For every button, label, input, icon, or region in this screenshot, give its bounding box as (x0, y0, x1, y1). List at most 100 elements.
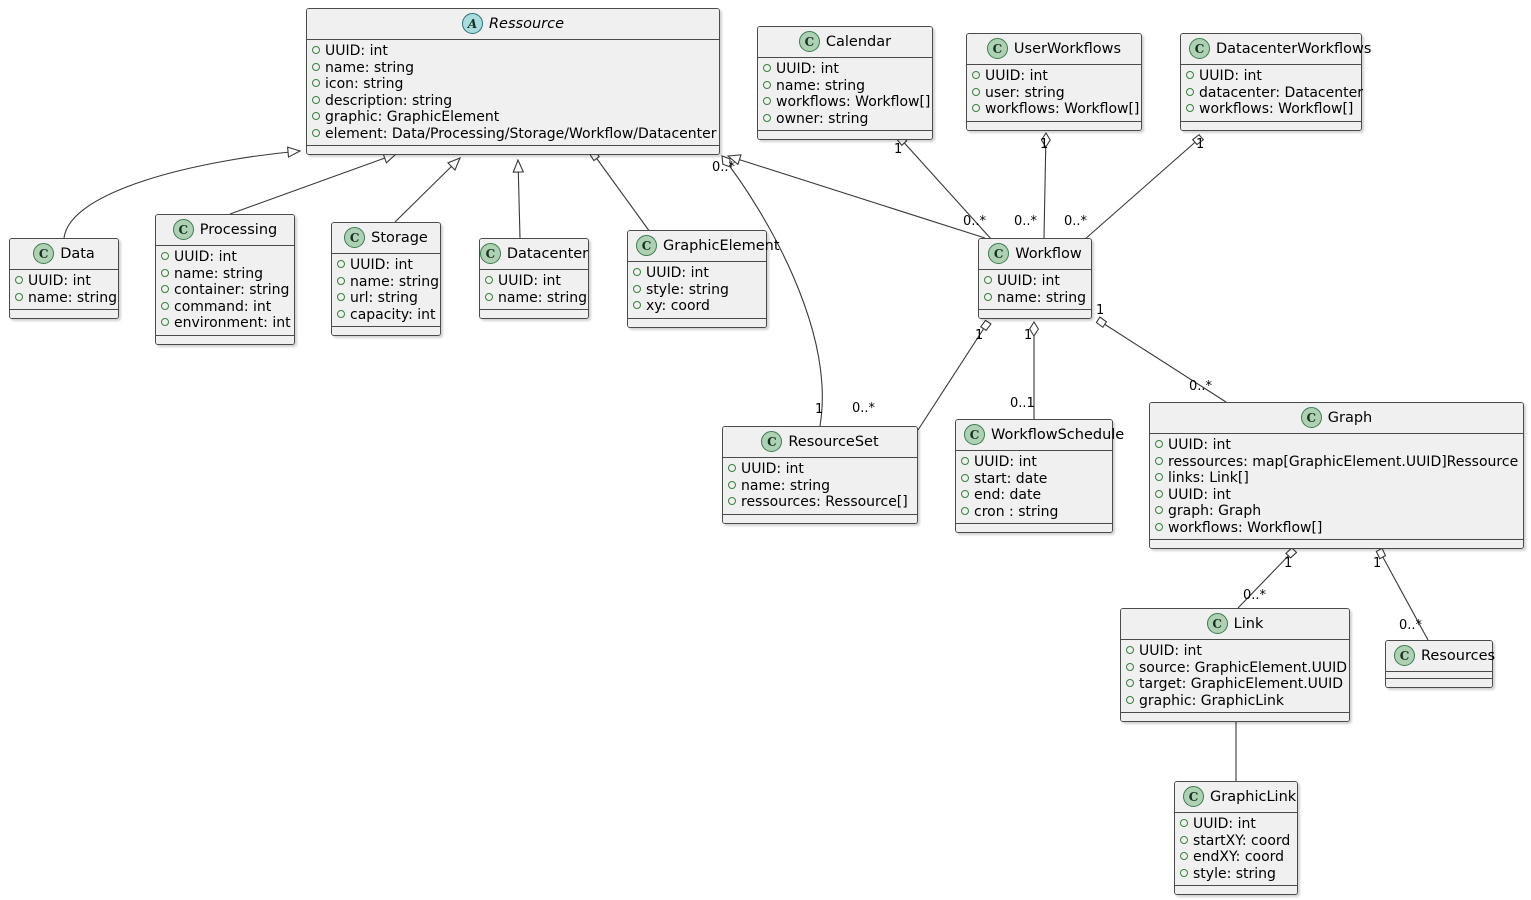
attribute-row: UUID: int (1180, 816, 1293, 833)
attribute-row: owner: string (763, 111, 928, 128)
class-title-graph: Graph (1327, 409, 1373, 426)
class-methods-processing (156, 334, 294, 344)
visibility-public-icon (763, 113, 771, 122)
attribute-text: ressources: map[GraphicElement.UUID]Ress… (1168, 453, 1519, 470)
visibility-public-icon (312, 62, 320, 71)
multiplicity-label: 1 (815, 402, 824, 417)
visibility-public-icon (961, 473, 969, 482)
class-icon: C (1183, 786, 1204, 807)
attribute-text: source: GraphicElement.UUID (1139, 659, 1348, 676)
abstract-class-icon: A (461, 13, 483, 34)
visibility-public-icon (961, 490, 969, 498)
attribute-row: ressources: map[GraphicElement.UUID]Ress… (1155, 454, 1519, 471)
multiplicity-label: 1 (1024, 328, 1033, 343)
attribute-text: workflows: Workflow[] (1168, 519, 1323, 536)
visibility-public-icon (337, 276, 345, 285)
class-methods-workflowschedule (956, 523, 1112, 532)
class-title-workflow: Workflow (1015, 245, 1082, 262)
class-methods-calendar (758, 130, 932, 139)
visibility-public-icon (1126, 662, 1134, 671)
visibility-public-icon (984, 276, 992, 284)
attribute-row: UUID: int (984, 273, 1087, 290)
multiplicity-label: 0..1 (1010, 396, 1035, 411)
attribute-text: user: string (985, 84, 1065, 101)
attribute-text: UUID: int (776, 61, 839, 77)
attribute-text: UUID: int (1168, 486, 1231, 503)
visibility-public-icon (485, 276, 493, 284)
multiplicity-label: 0..* (1243, 588, 1267, 603)
attribute-row: UUID: int (312, 43, 715, 60)
visibility-public-icon (984, 292, 992, 301)
attribute-text: UUID: int (1168, 437, 1231, 453)
multiplicity-label: 0..* (963, 214, 987, 229)
class-methods-ressource (307, 145, 719, 154)
class-methods-graphiclink (1175, 885, 1297, 894)
visibility-public-icon (763, 97, 771, 105)
visibility-public-icon (312, 79, 320, 87)
class-title-resourceset: ResourceSet (788, 433, 879, 450)
class-title-graphiclink: GraphicLink (1210, 788, 1297, 805)
visibility-public-icon (1126, 646, 1134, 654)
attribute-row: cron : string (961, 504, 1108, 521)
visibility-public-icon (312, 128, 320, 137)
class-methods-resourceset (723, 513, 917, 523)
class-title-datacenter: Datacenter (506, 245, 589, 262)
class-icon: C (798, 31, 820, 52)
attribute-row: graphic: GraphicLink (1126, 693, 1345, 710)
class-icon: C (1189, 38, 1210, 59)
class-methods-storage (332, 326, 440, 335)
attribute-row: description: string (312, 93, 715, 110)
attribute-row: xy: coord (633, 298, 762, 315)
attribute-text: element: Data/Processing/Storage/Workflo… (325, 125, 717, 142)
class-methods-graph (1150, 539, 1523, 548)
attribute-row: name: string (312, 60, 715, 77)
multiplicity-label: 1 (1373, 556, 1382, 571)
attribute-row: name: string (161, 266, 290, 283)
visibility-public-icon (1180, 819, 1188, 827)
multiplicity-label: 0..* (1399, 618, 1423, 633)
visibility-public-icon (961, 506, 969, 515)
visibility-public-icon (633, 284, 641, 293)
multiplicity-label: 0..* (1189, 379, 1213, 394)
attribute-text: links: Link[] (1168, 470, 1249, 486)
multiplicity-label: 1 (1096, 303, 1105, 318)
attribute-row: name: string (984, 290, 1087, 307)
attribute-row: capacity: int (337, 307, 436, 324)
multiplicity-label: 0..* (712, 160, 736, 175)
class-methods-workflow (979, 309, 1091, 318)
edge-storage-to-ressource (394, 156, 462, 223)
attribute-text: name: string (997, 289, 1087, 306)
class-icon: C (761, 431, 783, 452)
attribute-row: target: GraphicElement.UUID (1126, 676, 1345, 693)
